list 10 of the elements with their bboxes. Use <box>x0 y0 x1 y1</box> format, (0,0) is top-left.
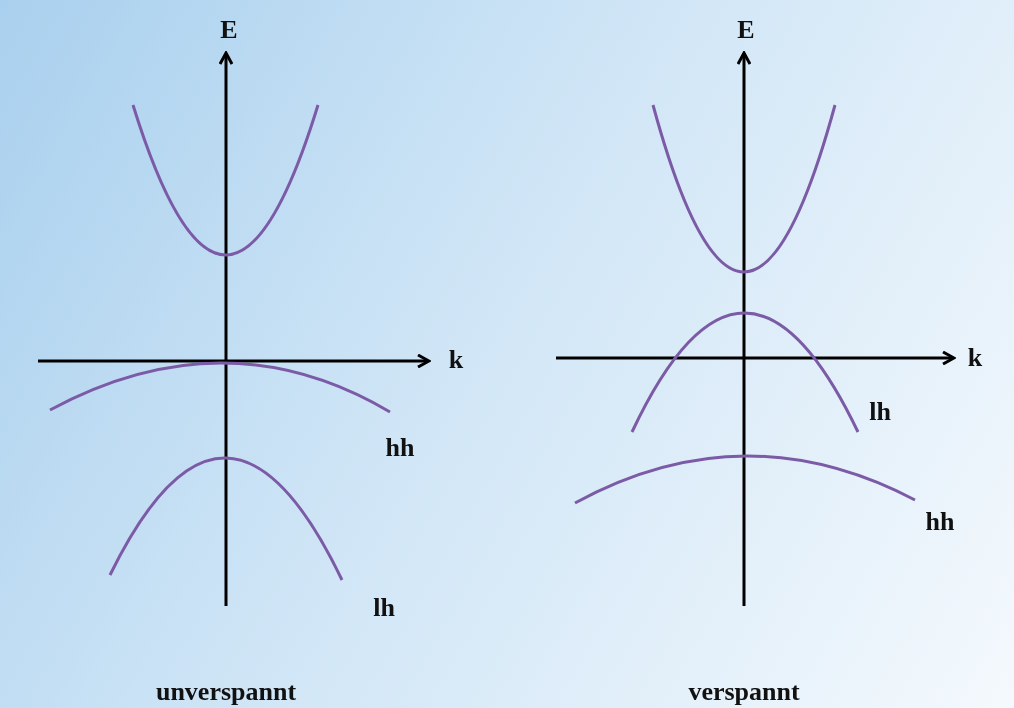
axis-label: hh <box>385 435 415 461</box>
axis-label: k <box>967 345 983 371</box>
axis-label: E <box>737 17 755 43</box>
axis-label: lh <box>373 595 395 621</box>
axis-label: E <box>220 17 238 43</box>
panel-caption: verspannt <box>688 679 800 705</box>
axis-label: hh <box>925 509 955 535</box>
axis-label: k <box>448 347 464 373</box>
panel-caption: unverspannt <box>155 679 297 705</box>
axis-label: lh <box>869 399 891 425</box>
